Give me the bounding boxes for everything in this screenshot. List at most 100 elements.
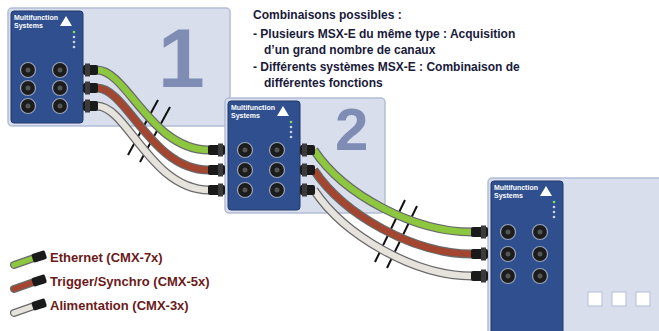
cable-sheath: [97, 106, 209, 190]
socket-pin: [26, 104, 31, 109]
socket-pin: [243, 188, 248, 193]
cable-outline: [314, 190, 472, 276]
status-led: [290, 121, 293, 124]
msx-e-system: Multifunction Systems 2: [225, 98, 385, 213]
plug: [31, 274, 47, 287]
legend-swatch: [14, 258, 34, 265]
socket-pin: [275, 188, 280, 193]
m12-socket: [21, 99, 36, 114]
plug-nut: [85, 64, 90, 77]
socket-pin: [58, 86, 63, 91]
plug-nut: [85, 100, 90, 113]
legend-swatch: [14, 306, 34, 313]
front-panel: [228, 101, 300, 210]
m12-socket: [533, 225, 548, 240]
socket-pin: [506, 230, 511, 235]
cable-outline: [14, 306, 34, 313]
continuation-square: [588, 292, 602, 306]
status-led: [290, 126, 293, 129]
status-led: [290, 136, 293, 139]
plug-nut: [302, 184, 307, 197]
cable-outline: [14, 258, 34, 265]
housing-body: [8, 8, 230, 126]
msx-e-housing: [8, 8, 230, 126]
note-text: - Différents systèmes MSX-E : Combinaiso…: [253, 60, 534, 91]
m12-socket: [270, 183, 285, 198]
socket-pin: [506, 252, 511, 257]
m12-socket: [270, 163, 285, 178]
status-led: [73, 31, 76, 34]
plug: [31, 250, 47, 263]
socket-pin: [243, 168, 248, 173]
socket-pin: [538, 252, 543, 257]
housing-body: [488, 178, 659, 331]
m12-socket: [501, 269, 516, 284]
m12-socket: [238, 183, 253, 198]
status-led: [553, 216, 556, 219]
status-led: [73, 46, 76, 49]
socket-pin: [506, 274, 511, 279]
m12-socket: [533, 247, 548, 262]
socket-pin: [275, 148, 280, 153]
plug: [31, 298, 47, 311]
legend-text: Ethernet (CMX-7x): [50, 250, 163, 265]
m12-socket: [238, 163, 253, 178]
plug-nut: [481, 248, 486, 261]
socket-pin: [275, 168, 280, 173]
plug-nut: [302, 164, 307, 177]
system-label: Multifunction Systems: [231, 104, 279, 120]
front-panel: [11, 11, 83, 123]
socket-pin: [538, 274, 543, 279]
m12-socket: [21, 81, 36, 96]
cable-outline: [14, 282, 34, 289]
cable-outline: [97, 106, 209, 190]
system-label: Multifunction Systems: [494, 184, 542, 200]
legend-swatch: [14, 282, 34, 289]
socket-pin: [26, 86, 31, 91]
socket-pin: [58, 104, 63, 109]
logo-symbol: [60, 16, 72, 26]
m12-socket: [533, 269, 548, 284]
socket-pin: [243, 148, 248, 153]
legend-text: Alimentation (CMX-3x): [50, 298, 189, 313]
status-led: [73, 41, 76, 44]
legend-cable-sample: [14, 274, 47, 289]
plug-nut: [481, 270, 486, 283]
m12-socket: [53, 99, 68, 114]
m12-socket: [53, 63, 68, 78]
plug-nut: [481, 226, 486, 239]
status-led: [553, 206, 556, 209]
status-led: [290, 131, 293, 134]
plug-nut: [85, 82, 90, 95]
cable: [300, 184, 488, 283]
cable-sheath: [314, 190, 472, 276]
m12-socket: [501, 247, 516, 262]
socket-pin: [58, 68, 63, 73]
cable: [83, 100, 225, 197]
system-label: Multifunction Systems: [14, 14, 62, 30]
plug-nut: [218, 164, 223, 177]
status-led: [73, 36, 76, 39]
status-led: [553, 201, 556, 204]
logo-symbol: [277, 106, 289, 116]
continuation-square: [636, 292, 650, 306]
logo-symbol: [540, 186, 552, 196]
m12-socket: [270, 143, 285, 158]
m12-socket: [53, 81, 68, 96]
callout-number: 1: [158, 16, 205, 100]
legend-cable-sample: [14, 298, 47, 313]
msx-e-system: Multifunction Systems 1: [8, 8, 230, 126]
m12-socket: [501, 225, 516, 240]
msx-e-system: Multifunction Systems: [488, 178, 659, 331]
plug-nut: [302, 144, 307, 157]
continuation-square: [612, 292, 626, 306]
msx-e-housing: [488, 178, 659, 331]
legend-cable-sample: [14, 250, 47, 265]
plug-nut: [218, 184, 223, 197]
front-panel: [491, 181, 563, 331]
socket-pin: [26, 68, 31, 73]
m12-socket: [238, 143, 253, 158]
socket-pin: [538, 230, 543, 235]
plug-nut: [218, 144, 223, 157]
callout-number: 2: [335, 100, 368, 160]
